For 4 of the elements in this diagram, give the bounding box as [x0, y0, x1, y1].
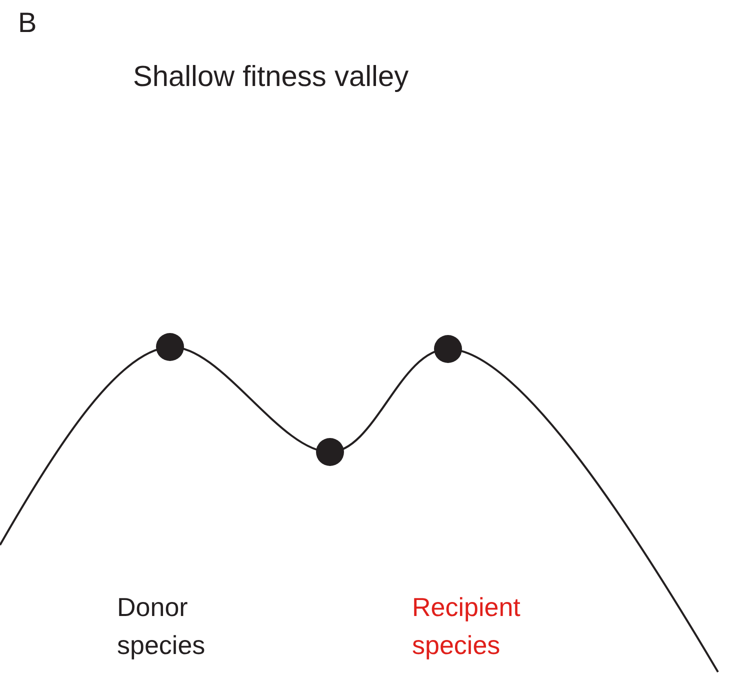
panel-letter: B	[18, 6, 38, 40]
species-label: Recipient species	[412, 591, 522, 662]
species-label: Donor species	[117, 591, 206, 662]
title: Shallow fitness valley	[133, 60, 409, 95]
